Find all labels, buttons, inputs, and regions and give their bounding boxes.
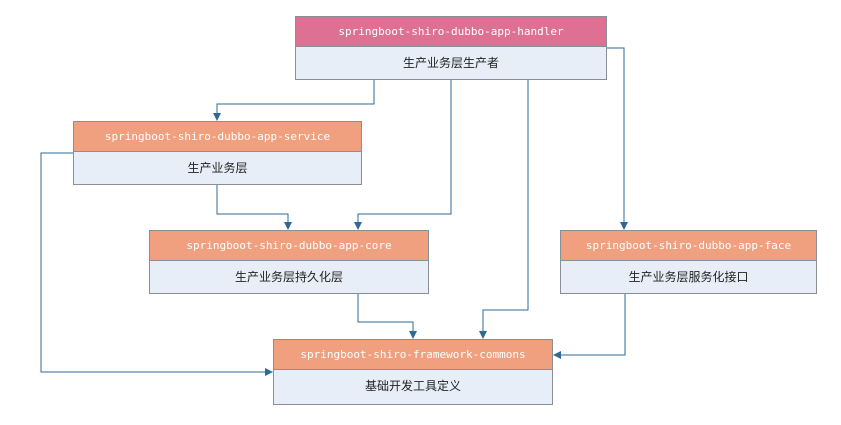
edge-handler-to-core	[354, 80, 452, 230]
node-app-face: springboot-shiro-dubbo-app-face 生产业务层服务化…	[560, 230, 817, 294]
node-app-service: springboot-shiro-dubbo-app-service 生产业务层	[73, 121, 362, 185]
edge-face-to-commons	[553, 294, 626, 359]
node-app-handler-name: springboot-shiro-dubbo-app-handler	[296, 17, 606, 47]
node-app-core-name: springboot-shiro-dubbo-app-core	[150, 231, 428, 261]
node-app-service-desc: 生产业务层	[187, 161, 248, 175]
node-framework-commons-name: springboot-shiro-framework-commons	[274, 340, 552, 370]
node-app-service-name: springboot-shiro-dubbo-app-service	[74, 122, 361, 152]
node-app-core: springboot-shiro-dubbo-app-core 生产业务层持久化…	[149, 230, 429, 294]
node-app-handler: springboot-shiro-dubbo-app-handler 生产业务层…	[295, 16, 607, 80]
edge-handler-to-face	[607, 47, 628, 230]
node-app-handler-desc: 生产业务层生产者	[402, 56, 499, 70]
edge-handler-to-commons	[479, 80, 529, 339]
node-framework-commons: springboot-shiro-framework-commons 基础开发工…	[273, 339, 553, 405]
edge-service-to-core	[216, 185, 292, 230]
edge-core-to-commons	[357, 294, 417, 339]
node-app-face-desc: 生产业务层服务化接口	[628, 270, 749, 284]
edge-service-to-commons	[40, 152, 273, 376]
node-app-face-name: springboot-shiro-dubbo-app-face	[561, 231, 816, 261]
node-framework-commons-desc: 基础开发工具定义	[364, 379, 461, 393]
edge-handler-to-service	[213, 80, 375, 121]
node-app-core-desc: 生产业务层持久化层	[234, 270, 343, 284]
